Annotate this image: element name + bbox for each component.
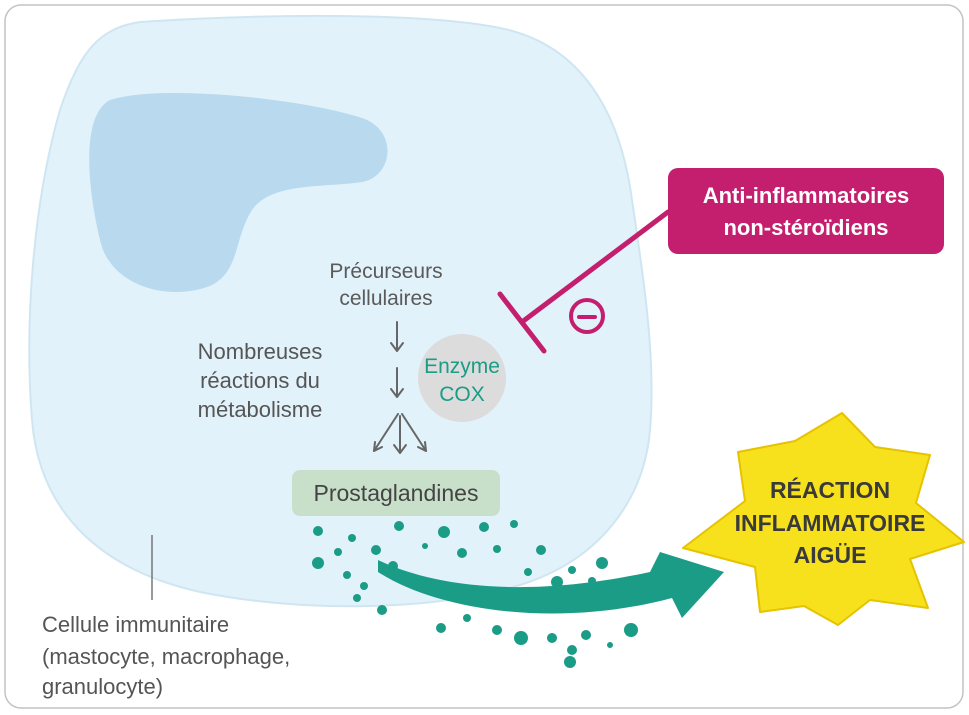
dot-icon	[568, 566, 576, 574]
dot-icon	[596, 557, 608, 569]
dot-icon	[422, 543, 428, 549]
dot-icon	[457, 548, 467, 558]
dot-icon	[479, 522, 489, 532]
dot-icon	[524, 568, 532, 576]
dot-icon	[564, 656, 576, 668]
metabolism-label: Nombreuses réactions du métabolisme	[198, 339, 323, 422]
dot-icon	[536, 545, 546, 555]
enzyme-circle	[418, 334, 506, 422]
nsaid-line-1: Anti-inflammatoires	[703, 183, 910, 208]
nsaid-line-2: non-stéroïdiens	[723, 215, 888, 240]
dot-icon	[567, 645, 577, 655]
dot-icon	[463, 614, 471, 622]
enzyme-line-2: COX	[439, 383, 485, 406]
dot-icon	[313, 526, 323, 536]
dot-icon	[514, 631, 528, 645]
precursors-line-1: Précurseurs	[329, 260, 442, 283]
dot-icon	[334, 548, 342, 556]
dot-icon	[492, 625, 502, 635]
metabolism-line-2: réactions du	[200, 368, 320, 393]
dot-icon	[438, 526, 450, 538]
dot-icon	[353, 594, 361, 602]
dot-icon	[581, 630, 591, 640]
prostaglandins-label: Prostaglandines	[314, 480, 479, 506]
dot-icon	[343, 571, 351, 579]
dot-icon	[312, 557, 324, 569]
enzyme-line-1: Enzyme	[424, 355, 500, 378]
dot-icon	[377, 605, 387, 615]
dot-icon	[436, 623, 446, 633]
dot-icon	[510, 520, 518, 528]
enzyme-cox: Enzyme COX	[418, 334, 506, 422]
outcome-line-3: AIGÜE	[794, 542, 867, 568]
outcome-line-1: RÉACTION	[770, 476, 890, 503]
prostaglandins-box: Prostaglandines	[292, 470, 500, 516]
dot-icon	[607, 642, 613, 648]
dot-icon	[371, 545, 381, 555]
metabolism-line-1: Nombreuses	[198, 339, 323, 364]
nsaid-box	[668, 168, 944, 254]
cell-label-line-3: granulocyte)	[42, 674, 163, 699]
precursors-line-2: cellulaires	[339, 287, 432, 310]
dot-icon	[624, 623, 638, 637]
dot-icon	[547, 633, 557, 643]
metabolism-line-3: métabolisme	[198, 397, 323, 422]
outcome-line-2: INFLAMMATOIRE	[735, 510, 926, 536]
cell-label-line-2: (mastocyte, macrophage,	[42, 644, 290, 669]
cell-label-line-1: Cellule immunitaire	[42, 612, 229, 637]
dot-icon	[348, 534, 356, 542]
dot-icon	[360, 582, 368, 590]
dot-icon	[394, 521, 404, 531]
dot-icon	[493, 545, 501, 553]
